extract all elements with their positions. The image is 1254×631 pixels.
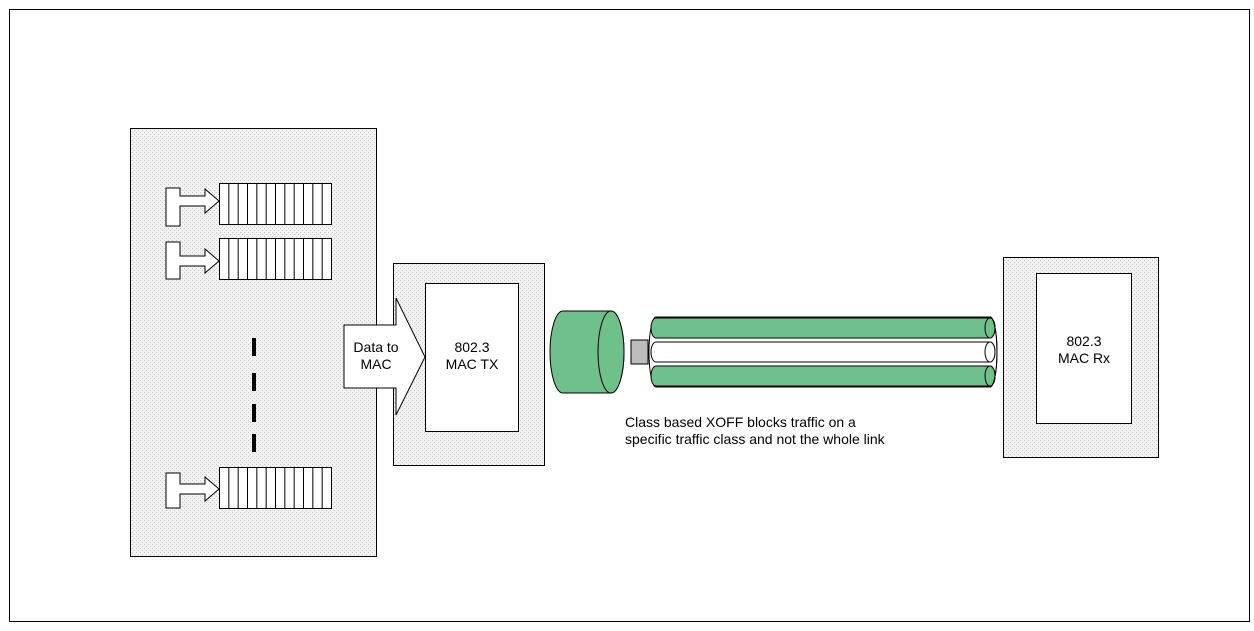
- lane-bottom: [650, 365, 996, 387]
- queue-row-1: [165, 183, 332, 227]
- t-arrow-icon: [165, 472, 220, 509]
- queue-buffer: [219, 238, 332, 280]
- queue-panel: [130, 128, 377, 557]
- data-to-mac-arrow: [343, 297, 426, 416]
- queue-row-3: [165, 467, 332, 509]
- plug-cylinder: [549, 310, 649, 394]
- lane-middle-blocked: [650, 341, 996, 363]
- t-arrow-icon: [165, 241, 220, 280]
- data-to-mac-label: Data to MAC: [353, 339, 399, 372]
- link-pipe: [648, 316, 998, 388]
- queue-row-2: [165, 238, 332, 280]
- queue-buffer: [219, 183, 332, 225]
- plug-connector: [630, 339, 649, 365]
- mac-tx-label: 802.3 MAC TX: [445, 339, 499, 372]
- queue-buffer: [219, 467, 332, 509]
- mac-rx-label: 802.3 MAC Rx: [1057, 333, 1111, 366]
- xoff-caption: Class based XOFF blocks traffic on a spe…: [625, 414, 885, 447]
- t-arrow-icon: [165, 187, 220, 227]
- mac-tx-panel: [393, 263, 545, 466]
- mac-tx-box: [425, 283, 519, 432]
- mac-rx-box: [1036, 273, 1132, 424]
- lane-top: [650, 317, 996, 339]
- mac-rx-panel: [1003, 257, 1159, 458]
